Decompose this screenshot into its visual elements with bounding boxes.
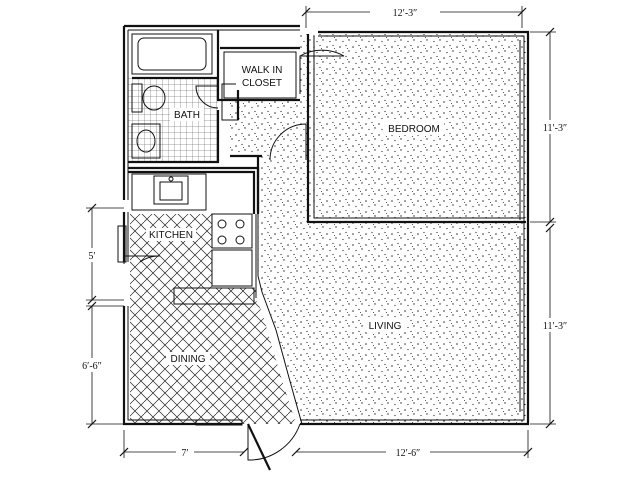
toilet-tank (131, 83, 143, 113)
dim-right-upper-label: 11′-3″ (543, 123, 567, 134)
kitchen-label: KITCHEN (149, 230, 193, 241)
living-dining-boundary (257, 214, 303, 425)
bath-label-bg (170, 108, 204, 121)
dimension-right-upper: 11′-3″ (530, 27, 576, 227)
closet-label-line2: CLOSET (242, 78, 282, 89)
pantry-door-swing (123, 238, 161, 264)
bath-vanity (131, 123, 161, 159)
pantry (117, 225, 127, 263)
bath-label: BATH (174, 110, 200, 121)
living-label-bg (364, 319, 406, 332)
exterior-wall-inner (127, 29, 525, 421)
dim-bottom-right-label: 12′-6″ (396, 448, 421, 459)
kitchen-peninsula (173, 287, 255, 305)
bathtub-inner (137, 37, 207, 71)
dimension-left-upper: 5′ (84, 203, 124, 305)
burner-4 (235, 235, 245, 245)
entry-threshold (195, 419, 243, 426)
kitchen-counter (131, 173, 207, 211)
closet-label-line1: WALK IN (242, 65, 283, 76)
bathtub (131, 33, 213, 75)
kitchen-sink-basin (159, 181, 183, 201)
dim-right-lower-label: 11′-3″ (543, 321, 567, 332)
bedroom-label: BEDROOM (388, 124, 440, 135)
entry-door-swing (247, 423, 301, 461)
living-label: LIVING (369, 321, 402, 332)
refrigerator (211, 249, 253, 287)
dining-label-bg (166, 352, 210, 365)
dimension-bottom-left: 7′ (119, 430, 249, 459)
closet-walls (132, 30, 300, 102)
dim-left-upper-label: 5′ (88, 251, 95, 262)
bath-door-swing (195, 85, 219, 109)
dim-top-label: 12′-3″ (393, 8, 418, 19)
entry-door (247, 423, 271, 471)
dimension-top: 12′-3″ (301, 5, 527, 28)
bedroom-label-bg (384, 122, 444, 135)
burner-2 (235, 219, 245, 229)
closet-label-bg (236, 62, 288, 90)
kitchen-dining-tile (130, 214, 296, 424)
bedroom-wall-inner (313, 36, 524, 219)
closet-shelf (223, 51, 297, 99)
faucet (168, 176, 174, 182)
dimension-right-lower: 11′-3″ (530, 223, 576, 429)
range (211, 213, 253, 249)
kitchen-label-bg (146, 228, 196, 241)
dimension-bottom-right: 12′-6″ (291, 430, 533, 459)
dimension-left-lower: 6′-6″ (74, 301, 124, 429)
dim-bottom-left-label: 7′ (181, 448, 188, 459)
bath-sink (136, 129, 156, 153)
bath-linen (221, 83, 239, 121)
burner-1 (217, 219, 227, 229)
bedroom-door-swing (269, 123, 307, 161)
dim-left-lower-label: 6′-6″ (82, 361, 102, 372)
kitchen-counter-walls (128, 166, 260, 214)
carpet-area (230, 34, 526, 424)
toilet-bowl (142, 85, 166, 111)
kitchen-sink (153, 175, 189, 205)
burner-3 (217, 235, 227, 245)
dining-label: DINING (171, 354, 206, 365)
